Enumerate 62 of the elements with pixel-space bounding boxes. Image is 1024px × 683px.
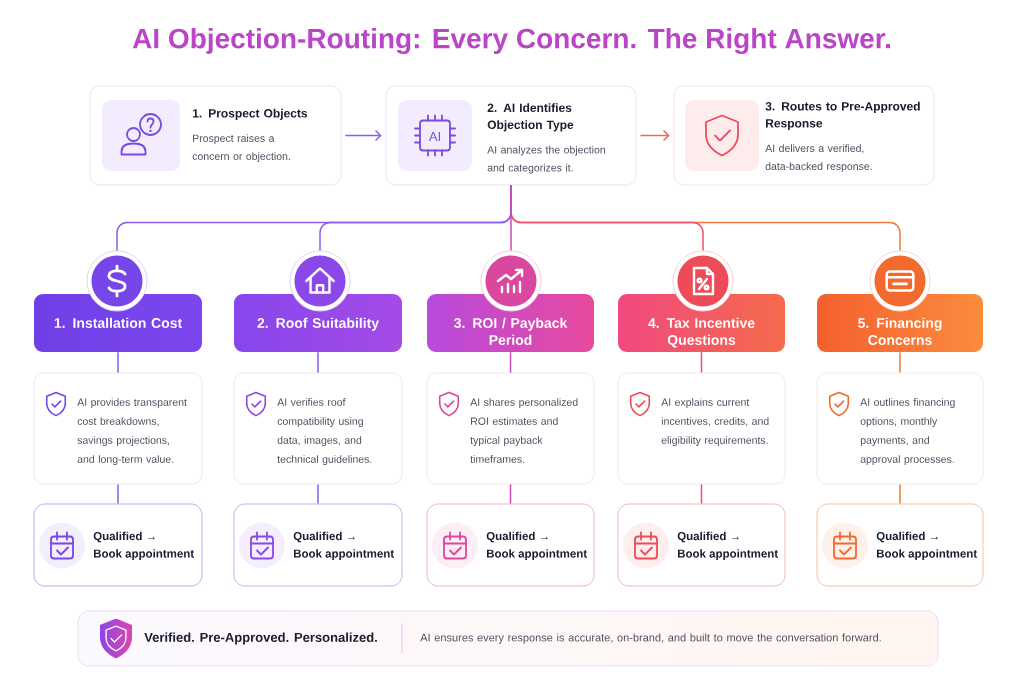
outcome-card — [617, 503, 786, 587]
description-card — [33, 372, 203, 485]
description-card — [816, 372, 984, 485]
outcome-card — [233, 503, 403, 587]
title: AI Objection-Routing: Every Concern. The Right Answer. — [132, 27, 890, 55]
connector-line — [117, 483, 119, 505]
step-title: 3. Routes to Pre-Approved Response — [765, 101, 920, 130]
step-card — [89, 85, 342, 186]
banner-text: AI ensures every response is accurate, on-brand, and built to move the conversation forward. — [420, 633, 881, 644]
category-header: 4. Tax Incentive Questions — [648, 317, 755, 348]
icon-circle — [672, 250, 734, 312]
connector-line — [509, 483, 512, 505]
icon-circle — [86, 250, 148, 312]
connector-line — [509, 351, 512, 374]
outcome-card — [33, 503, 203, 587]
step-card — [385, 85, 637, 186]
outcome-title: Qualified → — [677, 531, 739, 543]
connector-line — [317, 483, 319, 505]
category-header: 1. Installation Cost — [54, 317, 182, 328]
icon-label: AI — [428, 132, 440, 141]
outcome-card — [816, 503, 984, 587]
step-description: Prospect raises a concern or objection. — [192, 134, 290, 163]
outcome-title: Qualified → — [486, 531, 548, 543]
category-header: 3. ROI / Payback Period — [454, 317, 568, 345]
outcome-title: Qualified → — [293, 531, 355, 543]
step-description: AI delivers a verified, data-backed response. — [765, 144, 872, 173]
arrow — [344, 129, 382, 142]
description-card — [617, 372, 786, 485]
tagline: Verified. Pre-Approved. Personalized. — [144, 632, 377, 645]
outcome-text: Book appointment — [93, 549, 194, 560]
outcome-card — [426, 503, 595, 587]
description-text: AI explains current incentives, credits, and eligibility requirements. — [661, 398, 769, 446]
connector-line — [117, 351, 119, 374]
icon-circle — [480, 250, 542, 312]
arrow — [639, 129, 670, 142]
description-card — [426, 372, 595, 485]
summary-banner — [77, 610, 939, 667]
outcome-title: Qualified → — [93, 531, 155, 543]
outcome-text: Book appointment — [678, 549, 778, 560]
step-description: AI analyzes the objection and categorizes it. — [487, 145, 605, 174]
category-header: 2. Roof Suitability — [257, 317, 379, 331]
description-card — [233, 372, 403, 485]
icon-circle — [289, 250, 351, 312]
category-header: 5. Financing Concerns — [858, 317, 942, 345]
icon-circle — [869, 250, 931, 312]
description-text: AI outlines financing options, monthly payments, and approval processes. — [860, 398, 955, 465]
connector-line — [510, 184, 512, 252]
connector-line — [700, 483, 703, 505]
step-title: 2. AI Identifies Objection Type — [487, 103, 574, 132]
connector-line — [899, 483, 901, 505]
connector-line — [317, 351, 319, 374]
step-title: 1. Prospect Objects — [192, 108, 308, 120]
outcome-text: Book appointment — [487, 549, 587, 560]
outcome-text: Book appointment — [877, 549, 977, 560]
connector-line — [700, 351, 703, 374]
description-text: AI provides transparent cost breakdowns, savings projections, and long-term value. — [77, 398, 187, 465]
connector-line — [899, 351, 901, 374]
outcome-text: Book appointment — [293, 549, 394, 560]
outcome-title: Qualified → — [876, 531, 938, 543]
step-card — [673, 85, 935, 186]
description-text: AI shares personalized ROI estimates and typical payback timeframes. — [470, 398, 578, 463]
description-text: AI verifies roof compatibility using data, images, and technical guidelines. — [277, 398, 372, 465]
